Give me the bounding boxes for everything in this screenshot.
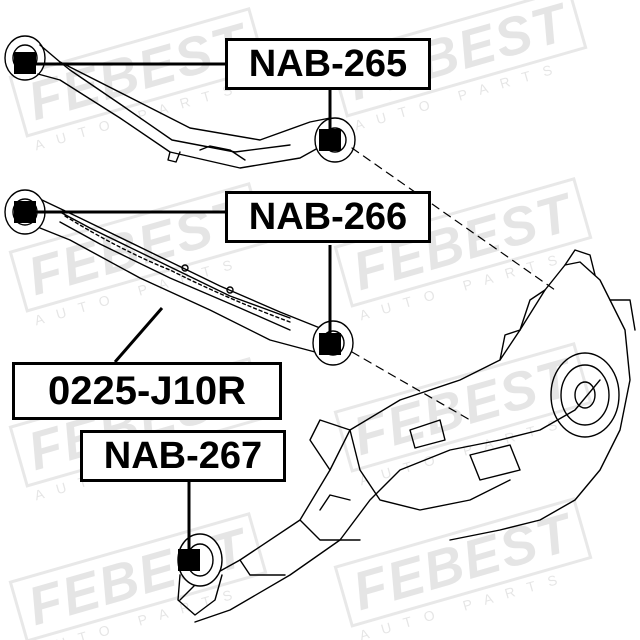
bushing-markers — [14, 52, 341, 571]
assembly-guide-lines — [351, 147, 556, 421]
part-label-nab-267: NAB-267 — [80, 430, 286, 482]
bushing-marker-icon — [178, 549, 200, 571]
part-label-0225-j10r: 0225-J10R — [12, 362, 282, 420]
bushing-marker-icon — [319, 333, 341, 355]
bushing-marker-icon — [14, 201, 36, 223]
part-label-nab-265: NAB-265 — [225, 38, 431, 90]
part-label-nab-266: NAB-266 — [225, 191, 431, 243]
bushing-marker-icon — [14, 52, 36, 74]
bushing-marker-icon — [319, 129, 341, 151]
leader-lines — [25, 62, 332, 560]
